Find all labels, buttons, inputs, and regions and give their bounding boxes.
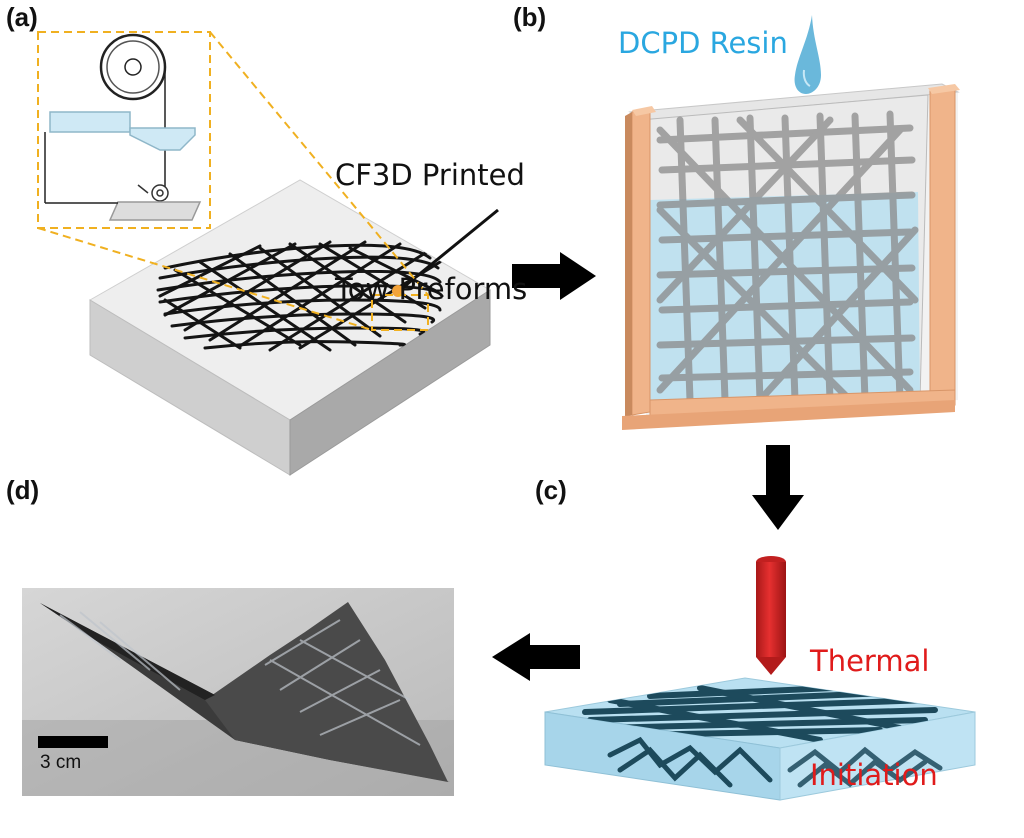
panel-label-d: (d)	[6, 475, 40, 505]
scale-bar	[38, 736, 108, 748]
heating-element-icon	[756, 556, 786, 675]
arrow-down-icon	[752, 445, 804, 530]
printer-schematic	[44, 33, 202, 221]
panel-label-c: (c)	[535, 475, 567, 505]
panel-label-b: (b)	[513, 2, 547, 32]
resin-drop-icon	[794, 15, 821, 94]
zoom-highlight	[37, 31, 429, 331]
caption-line-1: Thermal	[810, 644, 930, 678]
caption-dcpd-resin: DCPD Resin	[618, 26, 788, 60]
scale-bar-label: 3 cm	[40, 752, 82, 773]
arrow-right-icon	[512, 252, 596, 300]
caption-line-2: Tow Preforms	[335, 272, 528, 306]
caption-line-2: Initiation	[810, 758, 938, 792]
composite-photo	[22, 588, 454, 796]
print-bed	[89, 179, 491, 476]
cured-fiber-front	[607, 736, 773, 788]
caption-line-1: CF3D Printed	[335, 158, 525, 192]
panel-label-a: (a)	[6, 2, 38, 32]
caption-printed-tow-preforms: CF3D Printed Tow Preforms	[335, 80, 527, 346]
frame-wood	[622, 84, 960, 430]
arrow-left-icon	[492, 633, 580, 681]
cured-fiber-side	[787, 746, 943, 788]
tow-preform-in-mold	[656, 110, 919, 400]
caption-thermal-initiation: Thermal Initiation	[810, 566, 938, 832]
